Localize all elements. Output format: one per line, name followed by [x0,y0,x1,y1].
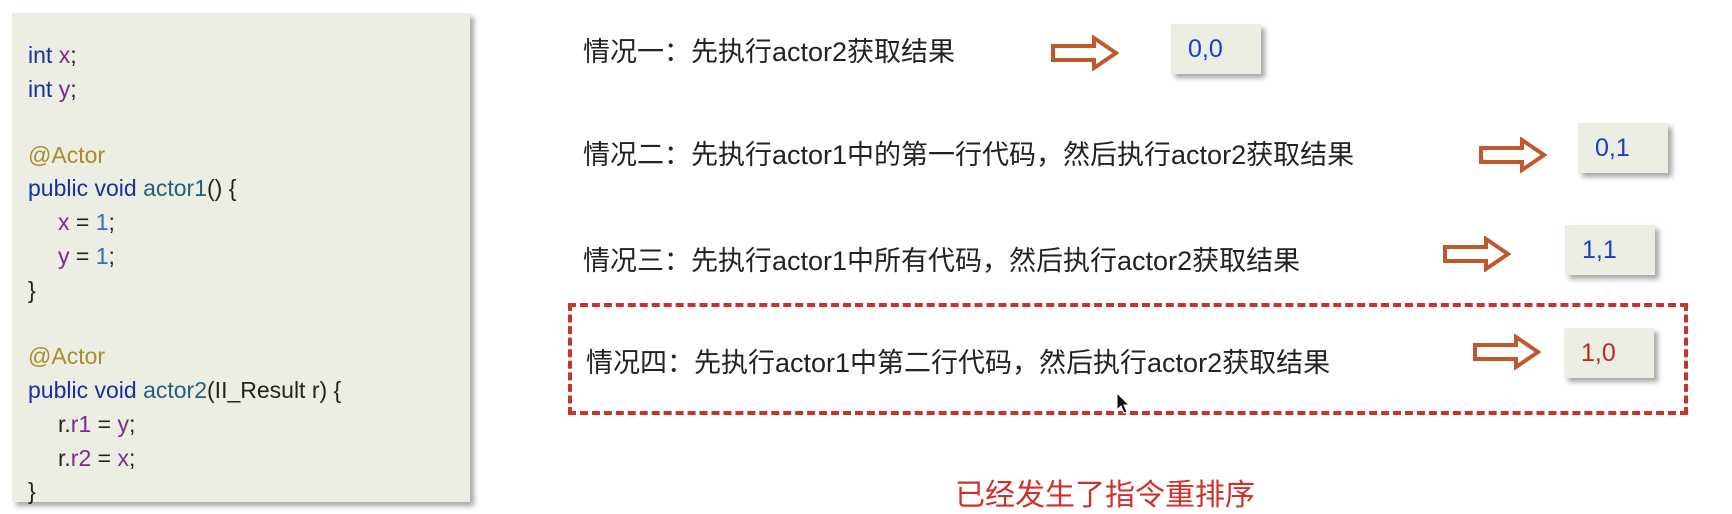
code-line: } [28,478,36,504]
result-box-3: 1,1 [1565,225,1655,275]
code-line: r.r1 = y; [58,407,135,441]
annotation: @Actor [28,343,106,369]
punct: = [69,209,96,235]
result-box-4: 1,0 [1564,328,1654,378]
annotation: @Actor [28,142,106,168]
arrow-right-icon [1443,236,1512,272]
variable: r1 [70,411,92,437]
highlight-box [568,303,1688,415]
code-line: int y; [28,72,77,106]
result-box-2: 0,1 [1578,123,1668,173]
keyword: int [28,76,53,102]
result-box-1: 0,0 [1171,24,1261,74]
case-4-label: 情况四：先执行actor1中第二行代码，然后执行actor2获取结果 [586,348,1331,378]
punct: r. [58,445,71,471]
punct: = [91,445,118,471]
variable: x [58,209,70,235]
function-name: actor2 [143,377,208,403]
variable: x [117,445,129,471]
code-line: r.r2 = x; [58,441,135,475]
punct: = [69,243,96,269]
punct: (II_Result r) { [207,377,342,403]
punct: ; [70,76,77,102]
code-line: x = 1; [58,205,115,239]
keyword: public void [28,175,137,201]
punct: ; [128,445,136,471]
punct: () { [207,175,237,201]
code-line: int x; [28,38,77,72]
keyword: int [28,42,53,68]
variable: y [58,243,70,269]
variable: y [117,411,129,437]
code-panel: int x; int y; @Actor public void actor1(… [12,13,470,504]
variable: r2 [70,445,92,471]
punct: ; [108,209,115,235]
number: 1 [95,243,109,269]
code-line: public void actor1() { [28,171,236,205]
case-2-label: 情况二：先执行actor1中的第一行代码，然后执行actor2获取结果 [583,140,1355,170]
function-name: actor1 [143,175,208,201]
punct: ; [128,411,136,437]
variable: y [58,76,71,102]
variable: x [58,42,71,68]
code-line: y = 1; [58,239,115,273]
keyword: public void [28,377,137,403]
conclusion-text: 已经发生了指令重排序 [955,479,1255,512]
number: 1 [95,209,109,235]
code-line: } [28,277,36,303]
case-1-label: 情况一：先执行actor2获取结果 [583,37,956,67]
punct: = [91,411,118,437]
punct: r. [58,411,71,437]
arrow-right-icon [1479,137,1548,173]
arrow-right-icon [1473,334,1542,370]
punct: ; [70,42,77,68]
mouse-cursor-icon [1116,392,1131,414]
code-line: public void actor2(II_Result r) { [28,373,341,407]
case-3-label: 情况三：先执行actor1中所有代码，然后执行actor2获取结果 [583,246,1301,276]
punct: ; [108,243,115,269]
arrow-right-icon [1051,35,1120,71]
